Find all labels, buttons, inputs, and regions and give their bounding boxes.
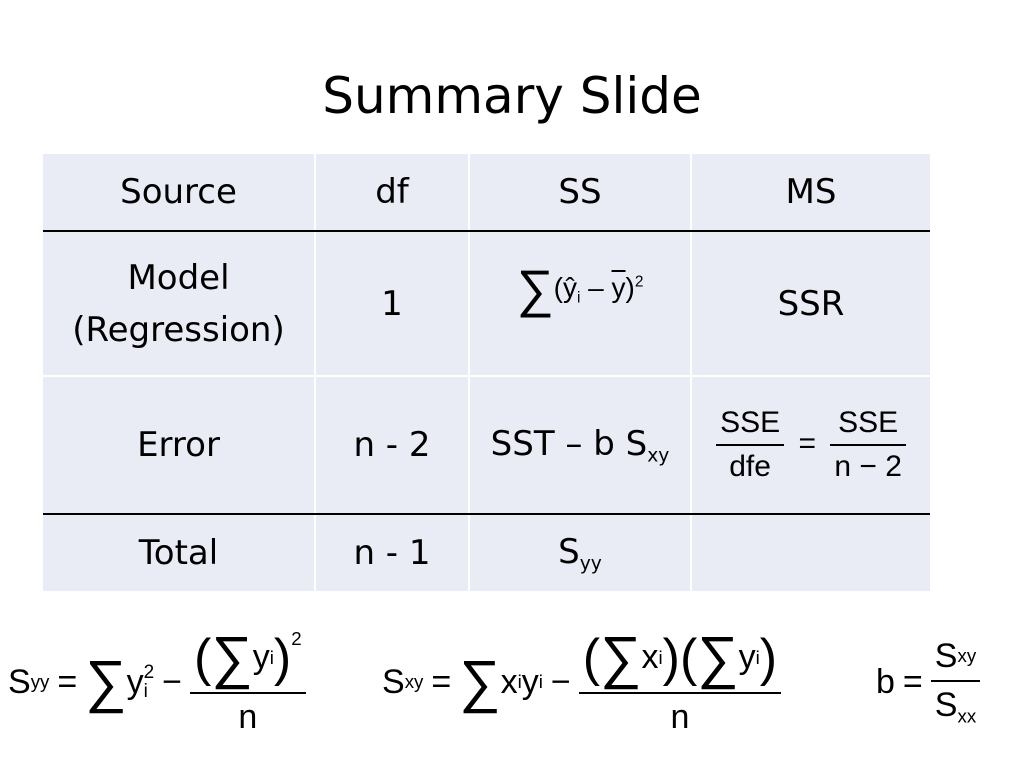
header-source: Source — [43, 154, 315, 232]
sxy-minus: − — [550, 662, 571, 701]
ss-model-formula: ∑(ŷi – y)2 — [517, 264, 644, 316]
b-lhs: b — [876, 662, 895, 701]
header-df: df — [314, 154, 469, 232]
sxy-y-sub: i — [538, 671, 543, 692]
anova-table: Source df SS MS Model (Regression) 1 ∑(ŷ… — [43, 154, 930, 591]
cell-ms-error: SSE dfe = SSE n − 2 — [690, 376, 930, 515]
syy-num-sum: ∑ — [211, 624, 253, 690]
sxy-x: x — [500, 662, 518, 701]
b-den-sub: xx — [957, 705, 977, 727]
sxy-lhs: S — [382, 662, 405, 701]
minus-sign: – — [580, 271, 612, 303]
sxy-num-x: x — [641, 638, 659, 676]
close-paren: ) — [625, 271, 635, 303]
sxy-paren1-close: ) — [662, 628, 680, 687]
syy-open-paren: ( — [194, 628, 212, 687]
syy-close-paren: ) — [273, 628, 292, 687]
syy-lhs-sub: yy — [30, 671, 50, 692]
sxy-sum-symbol: ∑ — [459, 649, 501, 714]
frac2-denominator: n − 2 — [834, 450, 902, 483]
syy-denominator: n — [238, 697, 258, 736]
sxy-num-y-sub: i — [755, 646, 760, 668]
cell-ss-total: Syy — [468, 514, 691, 591]
ss-error-sub: xy — [647, 445, 670, 467]
open-paren: ( — [553, 271, 563, 303]
sxy-lhs-sub: xy — [404, 671, 424, 692]
sxy-y: y — [521, 662, 539, 701]
slide-title: Summary Slide — [322, 67, 702, 125]
header-ss: SS — [468, 154, 691, 232]
sxy-num-sum2: ∑ — [697, 624, 739, 690]
syy-y: y — [126, 662, 144, 701]
cell-ms-model: SSR — [690, 231, 930, 377]
syy-equals: = — [57, 662, 78, 701]
y-bar: y — [611, 271, 626, 303]
cell-df-total: n - 1 — [314, 514, 469, 591]
sub-i: i — [576, 289, 581, 307]
cell-ms-total — [690, 514, 930, 591]
equals-sign: = — [798, 426, 816, 460]
syy-sum-symbol: ∑ — [85, 649, 127, 714]
syy-num-sub: i — [269, 646, 274, 668]
cell-df-error: n - 2 — [314, 376, 469, 515]
ss-total-main: S — [558, 531, 580, 572]
fraction-sse-n2: SSE n − 2 — [830, 406, 906, 484]
b-denominator: Sxx — [931, 682, 980, 728]
b-equals: = — [902, 662, 923, 701]
syy-num-exp: 2 — [291, 627, 302, 649]
syy-y-sup: 2 — [143, 662, 155, 683]
table-row-model: Model (Regression) 1 ∑(ŷi – y)2 SSR — [43, 231, 930, 377]
syy-y-sub: i — [143, 681, 148, 702]
sxy-paren1-open: ( — [582, 628, 601, 687]
sxy-x-sub: i — [517, 671, 522, 692]
frac2-numerator: SSE — [830, 406, 906, 446]
cell-source-error: Error — [43, 376, 315, 515]
sxy-paren2-close: ) — [759, 628, 778, 687]
cell-ss-error: SST – b Sxy — [468, 376, 691, 515]
b-den-s: S — [934, 685, 958, 724]
cell-source-total: Total — [43, 514, 315, 591]
frac1-numerator: SSE — [716, 406, 785, 446]
syy-lhs: S — [8, 662, 31, 701]
source-model-line2: (Regression) — [72, 309, 285, 350]
sum-symbol: ∑ — [516, 260, 554, 319]
sxy-denominator: n — [670, 697, 690, 736]
source-model-line1: Model — [127, 257, 230, 298]
sxy-num-sum1: ∑ — [600, 624, 642, 690]
syy-minus: − — [162, 662, 183, 701]
cell-source-model: Model (Regression) — [43, 231, 315, 377]
table-row-total: Total n - 1 Syy — [43, 514, 930, 591]
y-hat: ŷ — [562, 271, 577, 303]
header-ms: MS — [690, 154, 930, 232]
table-row-error: Error n - 2 SST – b Sxy SSE dfe = SSE n … — [43, 376, 930, 515]
sxy-equals: = — [431, 662, 452, 701]
cell-df-model: 1 — [314, 231, 469, 377]
ms-error-formula: SSE dfe = SSE n − 2 — [716, 406, 906, 483]
frac1-denominator: dfe — [729, 450, 771, 483]
fraction-sse-dfe: SSE dfe — [716, 406, 785, 484]
syy-num-y: y — [252, 638, 270, 676]
sxy-paren2-open: ( — [679, 628, 698, 687]
ss-error-main: SST – b S — [490, 423, 648, 464]
b-num-sub: xy — [957, 645, 977, 667]
sxy-num-y: y — [738, 638, 756, 676]
table-header-row: Source df SS MS — [43, 154, 930, 232]
ss-total-sub: yy — [579, 553, 602, 575]
cell-ss-model: ∑(ŷi – y)2 — [468, 231, 691, 377]
exponent-2: 2 — [634, 273, 644, 291]
b-num-s: S — [934, 636, 958, 675]
sxy-num-x-sub: i — [658, 646, 663, 668]
